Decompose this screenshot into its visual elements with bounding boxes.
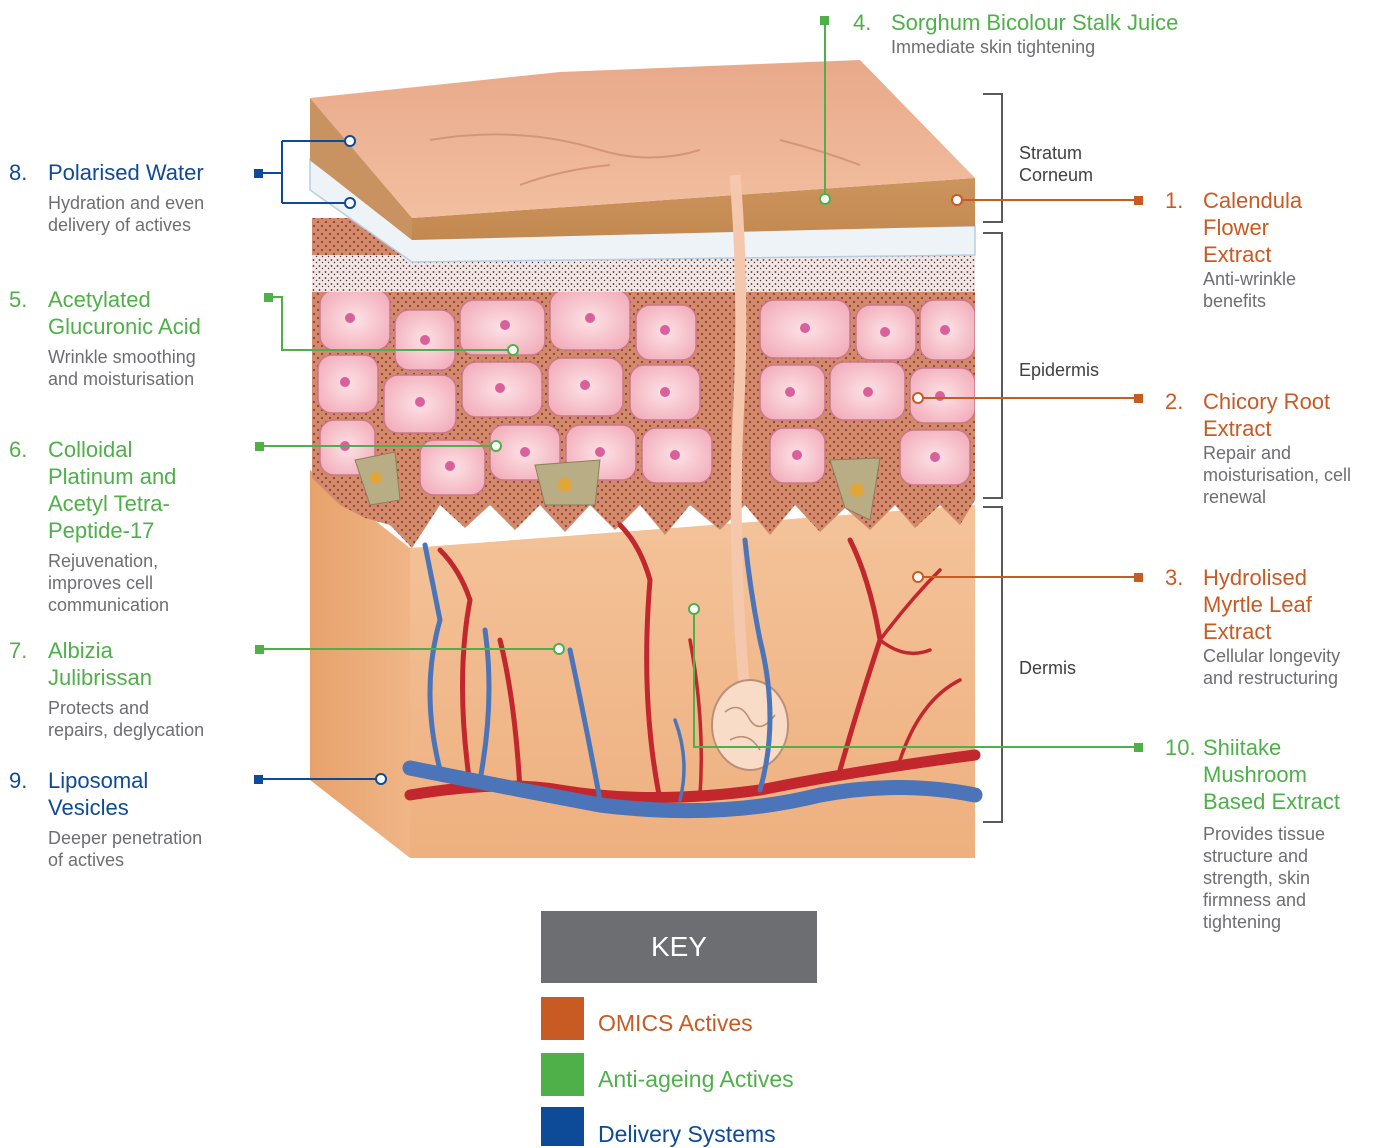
- annotation-albizia: 7. Albizia Julibrissan Protects and repa…: [9, 637, 204, 741]
- annotation-number: 3.: [1165, 564, 1183, 591]
- albizia-marker: [554, 644, 564, 654]
- annotation-sorghum: 4. Sorghum Bicolour Stalk Juice Immediat…: [853, 9, 1178, 58]
- annotation-title: Colloidal Platinum and Acetyl Tetra- Pep…: [48, 436, 176, 544]
- annotation-title: Shiitake Mushroom Based Extract: [1203, 734, 1340, 815]
- annotation-glucuronic-acid: 5. Acetylated Glucuronic Acid Wrinkle sm…: [9, 286, 201, 390]
- shiitake-marker: [689, 604, 699, 614]
- annotation-number: 2.: [1165, 388, 1183, 415]
- annotation-description: Anti-wrinkle benefits: [1203, 268, 1302, 312]
- key-label-omics: OMICS Actives: [598, 1009, 753, 1037]
- annotation-description: Protects and repairs, deglycation: [48, 697, 204, 741]
- annotation-description: Cellular longevity and restructuring: [1203, 645, 1340, 689]
- key-swatch-omics: [541, 997, 584, 1040]
- sorghum-marker: [820, 194, 830, 204]
- key-header: KEY: [541, 911, 817, 983]
- annotation-number: 9.: [9, 767, 27, 794]
- key-label-delivery: Delivery Systems: [598, 1120, 776, 1148]
- platinum-marker: [491, 441, 501, 451]
- annotation-shiitake: 10. Shiitake Mushroom Based Extract Prov…: [1165, 734, 1340, 933]
- epidermis-label: Epidermis: [1019, 359, 1099, 381]
- annotation-number: 5.: [9, 286, 27, 313]
- layer-brackets: [983, 94, 1002, 822]
- annotation-number: 1.: [1165, 187, 1183, 214]
- annotation-title: Hydrolised Myrtle Leaf Extract: [1203, 564, 1340, 645]
- annotation-description: Provides tissue structure and strength, …: [1203, 823, 1340, 933]
- myrtle-marker: [913, 572, 923, 582]
- calendula-marker: [952, 195, 962, 205]
- stratum-corneum-label: Stratum Corneum: [1019, 142, 1093, 186]
- annotation-number: 6.: [9, 436, 27, 463]
- annotation-description: Hydration and even delivery of actives: [48, 192, 204, 236]
- annotation-chicory-root: 2. Chicory Root Extract Repair and moist…: [1165, 388, 1351, 508]
- polarised-marker-upper: [345, 136, 355, 146]
- polarised-marker-lower: [345, 198, 355, 208]
- annotation-description: Immediate skin tightening: [891, 36, 1178, 58]
- epidermis-cell-layer: [300, 210, 990, 560]
- annotation-number: 4.: [853, 9, 871, 36]
- key-label-anti-ageing: Anti-ageing Actives: [598, 1065, 794, 1093]
- annotation-description: Wrinkle smoothing and moisturisation: [48, 346, 201, 390]
- annotation-description: Rejuvenation, improves cell communicatio…: [48, 550, 176, 616]
- annotation-title: Albizia Julibrissan: [48, 637, 204, 691]
- annotation-title: Sorghum Bicolour Stalk Juice: [891, 9, 1178, 36]
- annotation-polarised-water: 8. Polarised Water Hydration and even de…: [9, 159, 204, 236]
- annotation-description: Deeper penetration of actives: [48, 827, 202, 871]
- annotation-title: Chicory Root Extract: [1203, 388, 1351, 442]
- glucuronic-marker: [508, 345, 518, 355]
- annotation-number: 7.: [9, 637, 27, 664]
- chicory-marker: [913, 393, 923, 403]
- key-swatch-anti-ageing: [541, 1053, 584, 1096]
- key-swatch-delivery: [541, 1107, 584, 1146]
- annotation-colloidal-platinum: 6. Colloidal Platinum and Acetyl Tetra- …: [9, 436, 176, 616]
- annotation-description: Repair and moisturisation, cell renewal: [1203, 442, 1351, 508]
- annotation-number: 10.: [1165, 734, 1196, 761]
- annotation-title: Acetylated Glucuronic Acid: [48, 286, 201, 340]
- annotation-liposomal-vesicles: 9. Liposomal Vesicles Deeper penetration…: [9, 767, 202, 871]
- dermis-label: Dermis: [1019, 657, 1076, 679]
- annotation-title: Calendula Flower Extract: [1203, 187, 1302, 268]
- annotation-calendula: 1. Calendula Flower Extract Anti-wrinkle…: [1165, 187, 1302, 312]
- liposomal-marker: [376, 774, 386, 784]
- annotation-title: Polarised Water: [48, 159, 204, 186]
- hair-follicle-bulb: [712, 680, 788, 770]
- annotation-myrtle-leaf: 3. Hydrolised Myrtle Leaf Extract Cellul…: [1165, 564, 1340, 689]
- annotation-number: 8.: [9, 159, 27, 186]
- annotation-title: Liposomal Vesicles: [48, 767, 202, 821]
